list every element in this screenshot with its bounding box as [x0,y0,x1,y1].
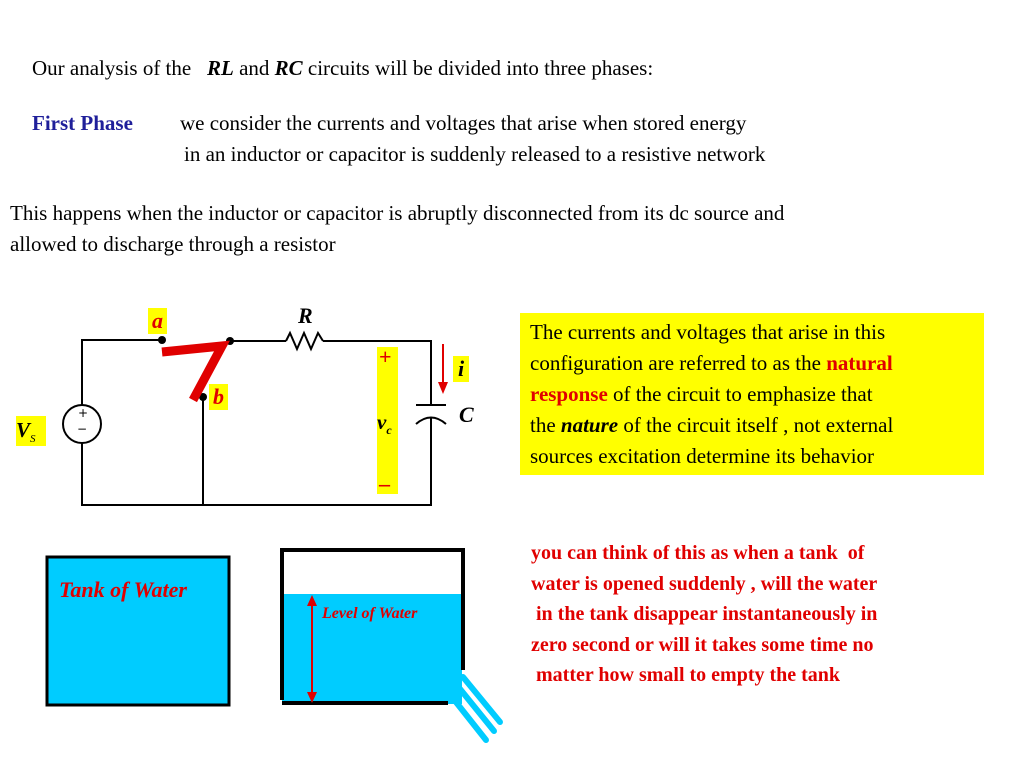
source-plus: + [78,406,89,420]
resistor-icon [285,330,324,352]
label-a: a [148,308,167,334]
label-i: i [453,356,470,382]
label-c: C [459,402,474,427]
capacitor-icon [415,404,447,425]
label-vc: vc [377,410,392,442]
current-arrow-icon [438,344,448,394]
analogy-line-2: water is opened suddenly , will the wate… [531,572,878,595]
box-line-4-prefix: the [530,413,556,437]
wire-left-bottom [81,418,432,506]
intro-line: Our analysis of the RL and RC circuits w… [32,53,653,83]
label-r: R [298,303,313,328]
intro-rl: RL [206,56,234,80]
label-minus: – [379,471,390,496]
label-b: b [209,384,228,410]
paragraph-line-1: This happens when the inductor or capaci… [10,201,785,225]
box-response: response [530,382,608,406]
box-line-5: sources excitation determine its behavio… [530,444,875,468]
intro-rc: RC [274,56,303,80]
box-natural: natural [826,351,893,375]
box-line-4-rest: of the circuit itself , not external [623,413,894,437]
water-outflow-icon [445,674,503,743]
label-v: v [377,410,387,434]
analogy-line-5: matter how small to empty the tank [531,664,841,686]
tank-title: Tank of Water [59,577,187,602]
source-minus: − [77,422,88,436]
analogy-line-3: in the tank disappear instantaneously in [531,603,878,625]
box-nature: nature [560,413,619,437]
box-line-1: The currents and voltages that arise in … [530,320,886,344]
natural-response-box: The currents and voltages that arise in … [520,313,984,475]
intro-suffix: circuits will be divided into three phas… [307,56,654,80]
wire-top-right [323,340,432,405]
label-vs: VS [16,416,46,446]
phase-label: First Phase [32,111,133,135]
water-tank-right [280,548,465,700]
level-label: Level of Water [322,605,418,622]
label-vs-v: V [16,418,31,442]
phase-line-2: in an inductor or capacitor is suddenly … [184,142,766,166]
box-line-2: configuration are referred to as the nat… [530,348,984,379]
intro-and: and [239,56,270,80]
voltage-source-circle [62,404,102,444]
label-vc-sub: c [386,423,392,438]
phase-line-1: we consider the currents and voltages th… [180,111,747,135]
analogy-line-1: you can think of this as when a tank of [531,542,865,564]
wire-left-top [81,339,162,405]
label-plus: + [379,344,392,369]
paragraph-line-2: allowed to discharge through a resistor [10,232,336,256]
water-tank-left [45,555,231,707]
box-line-4: the nature of the circuit itself , not e… [530,410,984,441]
analogy-paragraph: you can think of this as when a tank of … [531,538,877,691]
switch-icon [158,336,234,403]
box-line-3-rest: of the circuit to emphasize that [613,382,873,406]
box-line-3: response of the circuit to emphasize tha… [530,379,984,410]
analogy-line-4: zero second or will it takes some time n… [531,633,874,656]
discharge-paragraph: This happens when the inductor or capaci… [10,198,784,260]
intro-prefix: Our analysis of the [32,56,192,80]
label-vs-sub: S [30,433,36,446]
voltage-bar [377,347,398,494]
level-arrow-icon [307,595,317,703]
box-line-2-prefix: configuration are referred to as the [530,351,821,375]
